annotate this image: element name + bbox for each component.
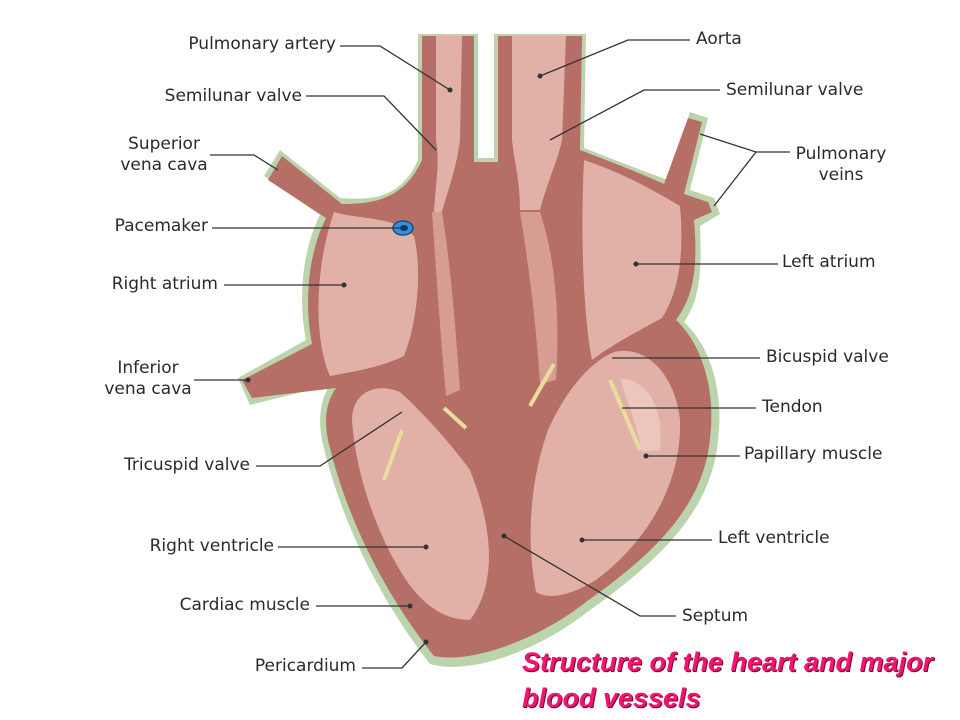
leader-dot [633,261,639,267]
leader-pulmonary-artery [340,45,451,91]
leader-dots [245,73,649,645]
leader-dot [341,282,347,288]
leader-dot [423,639,429,645]
tendon-left-a [528,363,556,407]
label-pacemaker: Pacemaker [114,216,208,236]
label-superior-vena-cava: Superior vena cava [120,134,208,175]
tendon-right [382,429,404,481]
leader-dot [501,533,507,539]
label-right-atrium: Right atrium [111,274,218,294]
tendon-left-b [608,379,642,451]
outflow-tract [432,212,460,396]
leader-dot [447,87,453,93]
label-papillary-muscle: Papillary muscle [744,444,883,464]
label-inferior-vena-cava: Inferior vena cava [104,358,192,399]
tendon-septal [442,406,468,430]
label-semilunar-valve-right: Semilunar valve [726,80,864,100]
label-pulmonary-artery: Pulmonary artery [188,34,336,54]
label-aorta: Aorta [696,29,742,49]
pacemaker-node-core [400,225,408,231]
label-cardiac-muscle: Cardiac muscle [179,595,310,615]
label-pulmonary-veins: Pulmonary veins [795,144,887,185]
label-bicuspid-valve: Bicuspid valve [766,347,889,367]
leader-semilunar-right [549,89,720,141]
leader-aorta [539,39,690,77]
leader-dot [579,537,585,543]
label-semilunar-valve-left: Semilunar valve [164,86,302,106]
leader-superior-vena-cava [210,154,279,171]
leader-septum [503,535,676,617]
left-atrium-chamber [582,160,682,360]
right-atrium-chamber [318,212,419,376]
leader-tricuspid-valve [256,411,403,467]
label-left-atrium: Left atrium [782,252,876,272]
pulmonary-artery-lumen [434,36,462,212]
aorta-lumen [512,36,566,210]
leader-dot [537,73,543,79]
leader-dot [423,544,429,550]
outflow-tract-left [520,212,558,384]
leader-pericardium [362,641,427,669]
label-pericardium: Pericardium [254,656,356,676]
label-right-ventricle: Right ventricle [149,536,274,556]
diagram-caption: Structure of the heart and major blood v… [522,647,934,713]
leader-dot [643,453,649,459]
label-septum: Septum [682,606,749,626]
label-left-ventricle: Left ventricle [718,528,830,548]
right-ventricle-chamber [352,388,489,620]
label-tricuspid-valve: Tricuspid valve [123,455,250,475]
label-tendon: Tendon [762,397,823,417]
leader-lines [194,39,790,669]
leader-pulmonary-veins-a [699,133,790,153]
leader-pulmonary-veins-b [713,151,757,207]
leader-dot [407,603,413,609]
leader-dot [245,377,251,383]
papillary-region [620,378,661,452]
leader-semilunar-left [306,95,437,151]
